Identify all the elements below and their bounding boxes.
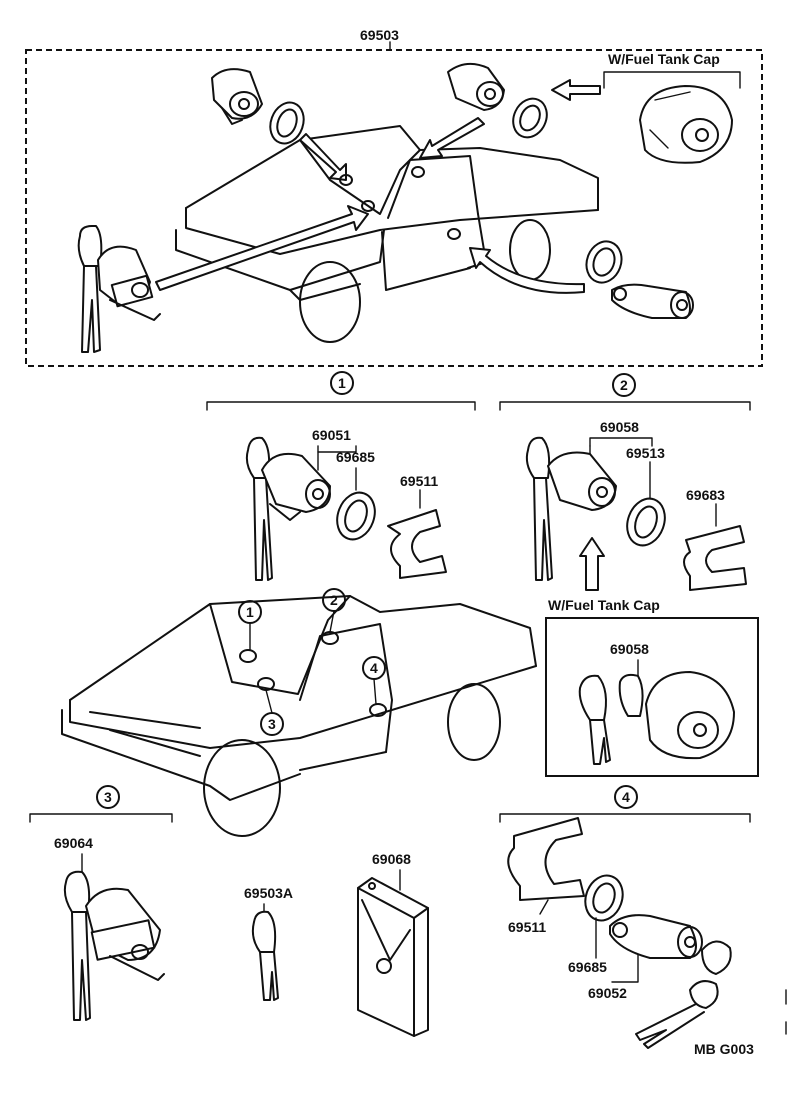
group-3-key (251, 910, 279, 1001)
set-gasket-b (512, 97, 548, 139)
set-fuel-cap-part (639, 85, 733, 164)
group-2-clip (683, 525, 747, 591)
group-2: 2 69058 69513 69683 W/Fuel Tank Cap 6905… (499, 373, 759, 777)
group-1-part-69685: 69685 (336, 449, 375, 465)
truck-callout-4: 4 (370, 660, 378, 676)
group-1-part-69511: 69511 (400, 473, 438, 489)
group-1-clip (387, 509, 447, 579)
set-ignition-key-cylinder (77, 225, 161, 353)
group-3-callout: 3 (104, 789, 112, 805)
group-4-part-69685: 69685 (568, 959, 607, 975)
group-2-part-69058: 69058 (600, 419, 639, 435)
group-3-key-plate (357, 877, 429, 1037)
group-2-fuel-cap-box (545, 617, 759, 777)
set-part-number: 69503 (360, 27, 399, 43)
group-1-callout: 1 (338, 375, 346, 391)
group-2-fuel-cap-part: 69058 (610, 641, 649, 657)
set-gasket-a (269, 101, 305, 145)
group-3-part-69503A: 69503A (244, 885, 293, 901)
main-truck-illustration: 1 2 3 4 (61, 588, 537, 837)
set-lock-cylinder-c (611, 283, 694, 319)
group-2-gasket (626, 497, 666, 547)
set-dashed-border (25, 49, 763, 367)
group-2-fuel-cap-caption: W/Fuel Tank Cap (548, 597, 660, 613)
group-1-gasket (336, 491, 376, 541)
group-3-part-69068: 69068 (372, 851, 411, 867)
group-4-callout: 4 (622, 789, 630, 805)
group-1-part-69051: 69051 (312, 427, 351, 443)
group-3-part-69064: 69064 (54, 835, 93, 851)
figure-code: MB G003 (694, 1041, 754, 1057)
key-set-assembly-group: 69503 W/Fuel Tank Cap (25, 27, 763, 367)
set-truck-lock-marks (339, 166, 461, 240)
group-2-fuel-cap (578, 671, 735, 765)
set-lock-cylinder-b (447, 62, 505, 111)
truck-callout-1: 1 (246, 604, 254, 620)
group-3-key-cylinder (63, 870, 165, 1021)
group-4-clip (507, 817, 585, 901)
group-2-key-cylinder (525, 436, 617, 581)
truck-callout-2: 2 (330, 592, 338, 608)
set-lock-cylinder-a (211, 68, 263, 125)
group-2-callout: 2 (620, 377, 628, 393)
set-gasket-c (585, 240, 623, 284)
group-1-key-cylinder (245, 436, 331, 581)
group-4: 4 69511 69685 69052 (499, 785, 751, 1049)
truck-callout-3: 3 (268, 716, 276, 732)
group-4-part-69052: 69052 (588, 985, 627, 1001)
set-fuel-cap-caption: W/Fuel Tank Cap (608, 51, 720, 67)
group-4-key-cylinder (609, 914, 732, 1049)
group-4-part-69511: 69511 (508, 919, 546, 935)
set-truck-illustration (175, 125, 599, 343)
group-2-part-69683: 69683 (686, 487, 725, 503)
group-2-part-69513: 69513 (626, 445, 665, 461)
group-1: 1 69051 69685 69511 (206, 371, 476, 581)
group-3: 3 69064 69503A 69068 (29, 785, 429, 1037)
